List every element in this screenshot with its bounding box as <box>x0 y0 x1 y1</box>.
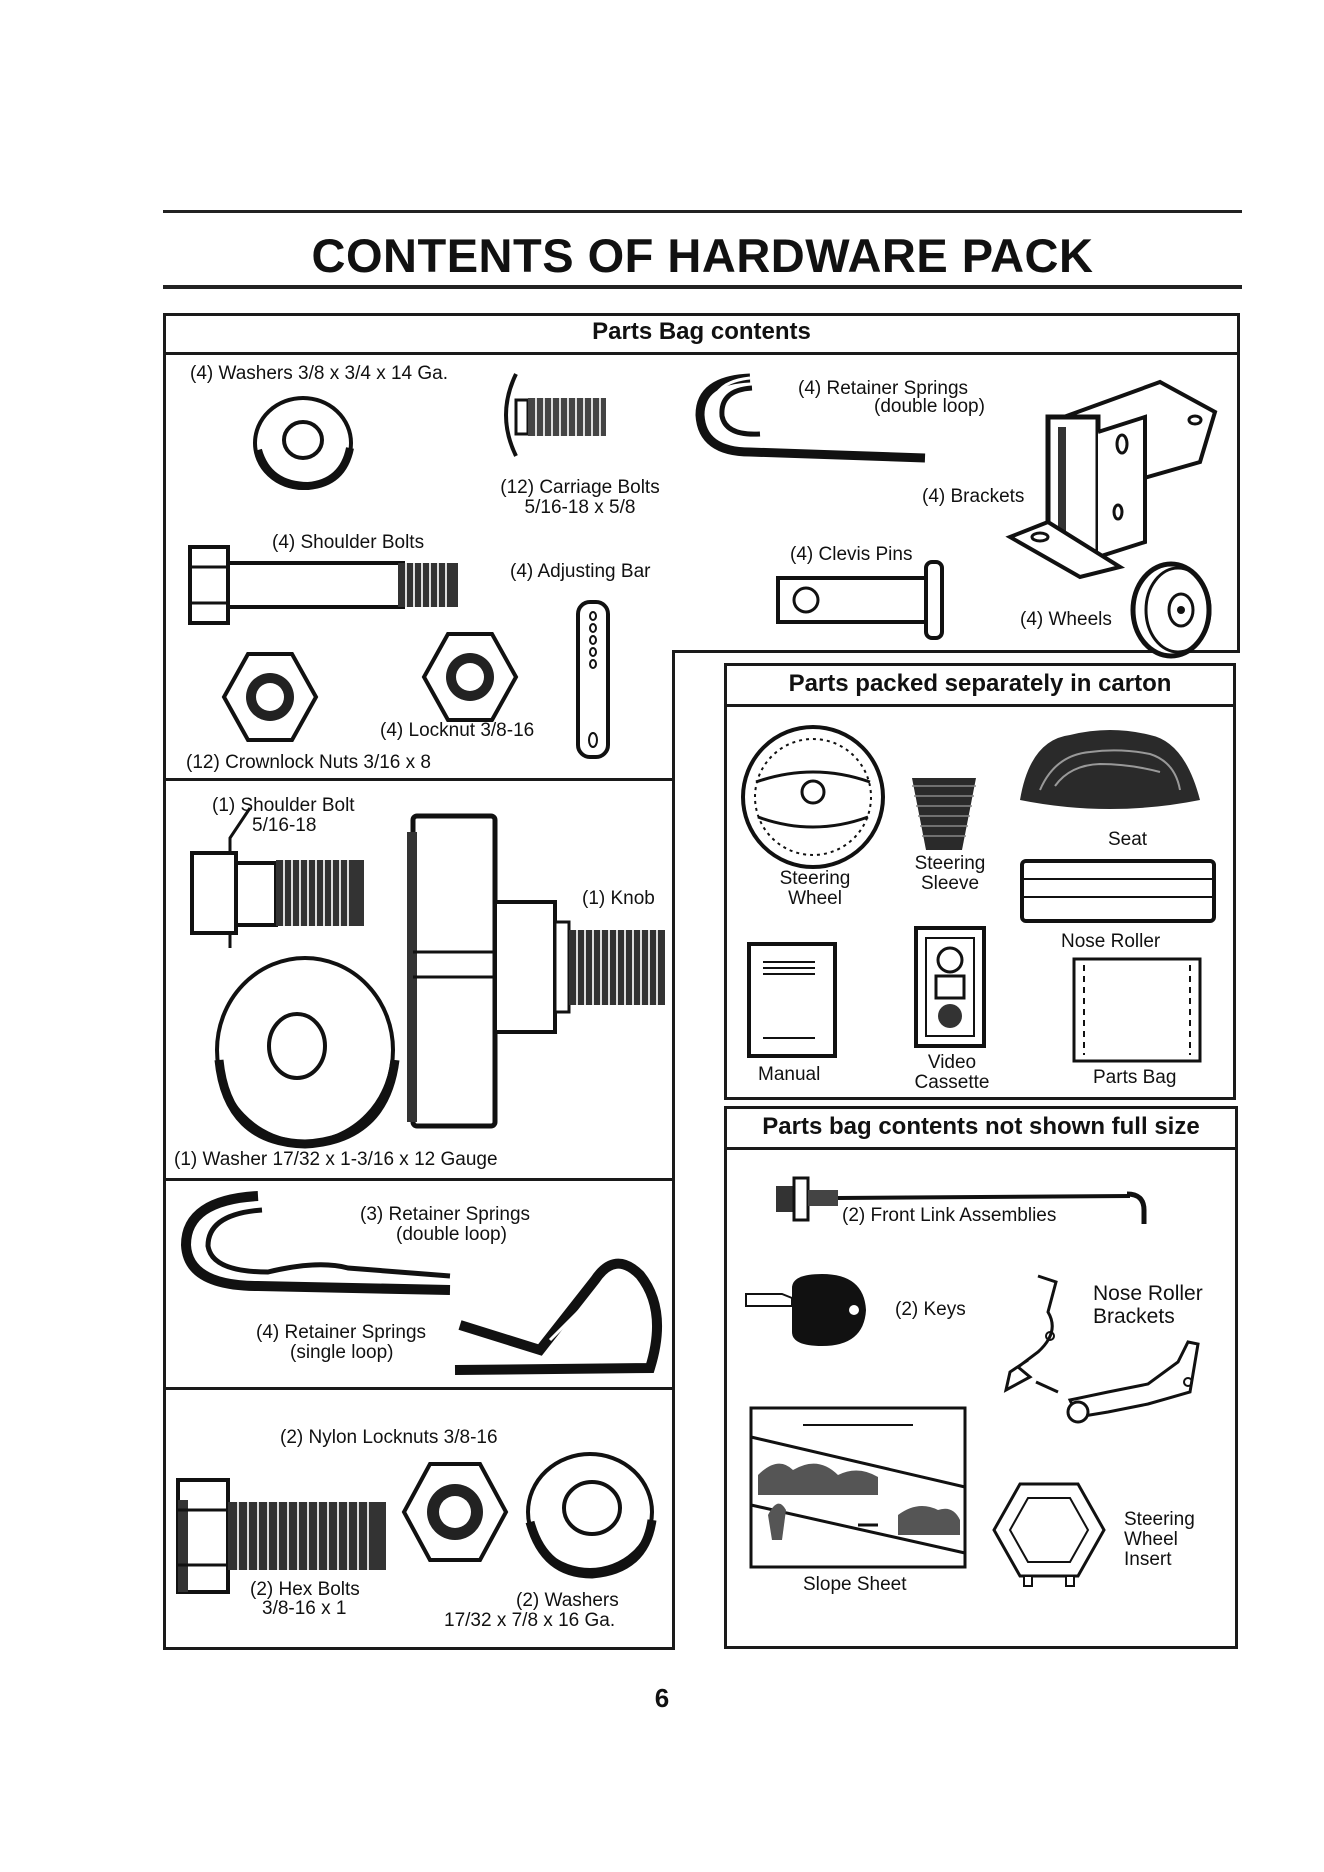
parts-bag-divider <box>672 650 675 1650</box>
video-cassette-label-2: Cassette <box>914 1072 990 1093</box>
manual-label: Manual <box>758 1064 821 1085</box>
separator-bolts <box>163 1387 675 1390</box>
seat-label: Seat <box>1108 829 1148 850</box>
nose-roller-brackets-label-2: Brackets <box>1093 1305 1175 1328</box>
hex-washers-size: 17/32 x 7/8 x 16 Ga. <box>444 1610 616 1631</box>
steering-wheel-insert-label-3: Insert <box>1124 1549 1172 1570</box>
front-link-icon <box>776 1176 1147 1224</box>
steering-wheel-insert-icon <box>992 1482 1106 1587</box>
parts-bag-header: Parts Bag contents <box>163 313 1240 355</box>
double-loop-springs-icon <box>180 1191 451 1295</box>
locknut-icon <box>421 632 519 722</box>
large-washer-icon <box>214 956 400 1149</box>
nose-roller-bracket-icon <box>1003 1274 1200 1424</box>
flanged-shoulder-bolt-icon <box>190 807 364 948</box>
knob-icon <box>407 813 665 1129</box>
steering-wheel-label-1: Steering <box>779 868 851 889</box>
retainer-springs-type: (double loop) <box>874 396 985 417</box>
shoulder-bolt-icon <box>188 545 458 625</box>
carton-box <box>724 663 1236 1100</box>
hex-bolt-icon <box>176 1478 386 1594</box>
nose-roller-brackets-label-1: Nose Roller <box>1093 1282 1203 1305</box>
not-full-size-box <box>724 1106 1238 1649</box>
video-cassette-icon <box>914 926 986 1048</box>
left-column-bottom <box>163 1647 675 1650</box>
nose-roller-icon <box>1020 859 1216 923</box>
parts-bag-icon <box>1072 957 1202 1063</box>
retainer-springs-label: (4) Retainer Springs <box>798 378 969 399</box>
nylon-locknut-icon <box>401 1462 509 1562</box>
page-number: 6 <box>654 1683 670 1713</box>
parts-bag-label: Parts Bag <box>1093 1067 1177 1088</box>
double-loop-springs-type: (double loop) <box>396 1224 507 1245</box>
separator-shoulder <box>163 778 675 781</box>
single-loop-springs-label: (4) Retainer Springs <box>256 1322 427 1343</box>
single-loop-springs-type: (single loop) <box>290 1342 394 1363</box>
steering-wheel-insert-label-1: Steering <box>1124 1509 1195 1530</box>
adjusting-bar-label: (4) Adjusting Bar <box>510 561 651 582</box>
washers-label: (4) Washers 3/8 x 3/4 x 14 Ga. <box>190 363 449 384</box>
steering-sleeve-label-1: Steering <box>914 853 986 874</box>
carriage-bolt-icon <box>504 373 606 457</box>
front-link-label: (2) Front Link Assemblies <box>842 1205 1057 1226</box>
brackets-label: (4) Brackets <box>922 486 1025 507</box>
hex-washers-label: (2) Washers <box>516 1590 619 1611</box>
steering-wheel-label-2: Wheel <box>788 888 842 909</box>
carriage-bolts-size: 5/16-18 x 5/8 <box>524 497 636 518</box>
steering-sleeve-icon <box>912 778 976 850</box>
large-washer-label: (1) Washer 17/32 x 1-3/16 x 12 Gauge <box>174 1149 498 1170</box>
shoulder-bolt-size: 5/16-18 <box>252 815 317 836</box>
steering-wheel-icon <box>741 725 885 869</box>
locknut-label: (4) Locknut 3/8-16 <box>380 720 535 741</box>
crownlock-nuts-label: (12) Crownlock Nuts 3/16 x 8 <box>186 752 431 773</box>
slope-sheet-icon <box>749 1406 967 1569</box>
manual-icon <box>747 942 837 1058</box>
title-top-rule <box>163 210 1242 213</box>
keys-label: (2) Keys <box>895 1299 966 1320</box>
left-column-border <box>163 355 166 1650</box>
seat-icon <box>1020 730 1200 809</box>
wheels-label: (4) Wheels <box>1020 609 1112 630</box>
carton-header: Parts packed separately in carton <box>724 663 1236 707</box>
hex-bolts-size: 3/8-16 x 1 <box>262 1598 347 1619</box>
double-loop-spring-icon <box>695 373 926 463</box>
hex-bolts-label: (2) Hex Bolts <box>250 1579 360 1600</box>
single-loop-springs-icon <box>454 1258 663 1375</box>
separator-springs <box>163 1178 675 1181</box>
knob-label: (1) Knob <box>582 888 655 909</box>
crownlock-nut-icon <box>221 652 319 742</box>
shoulder-bolts-label: (4) Shoulder Bolts <box>272 532 425 553</box>
bracket-icon <box>1005 379 1218 580</box>
hex-bolt-washer-icon <box>525 1452 657 1579</box>
double-loop-springs-label: (3) Retainer Springs <box>360 1204 531 1225</box>
slope-sheet-label: Slope Sheet <box>803 1574 907 1595</box>
adjusting-bar-icon <box>576 600 610 759</box>
video-cassette-label-1: Video <box>927 1052 977 1073</box>
clevis-pin-icon <box>776 560 944 640</box>
key-icon <box>745 1274 866 1346</box>
carriage-bolts-label: (12) Carriage Bolts <box>500 477 660 498</box>
nose-roller-label: Nose Roller <box>1061 931 1161 952</box>
steering-wheel-insert-label-2: Wheel <box>1124 1529 1178 1550</box>
nylon-locknuts-label: (2) Nylon Locknuts 3/8-16 <box>280 1427 498 1448</box>
not-full-size-header: Parts bag contents not shown full size <box>724 1106 1238 1150</box>
page-title: CONTENTS OF HARDWARE PACK <box>311 229 1094 282</box>
parts-bag-right-bottom <box>672 650 1240 653</box>
clevis-pins-label: (4) Clevis Pins <box>790 544 913 565</box>
steering-sleeve-label-2: Sleeve <box>920 873 980 894</box>
title-bottom-rule <box>163 285 1242 289</box>
washer-icon <box>253 396 354 491</box>
wheel-icon <box>1130 561 1212 659</box>
